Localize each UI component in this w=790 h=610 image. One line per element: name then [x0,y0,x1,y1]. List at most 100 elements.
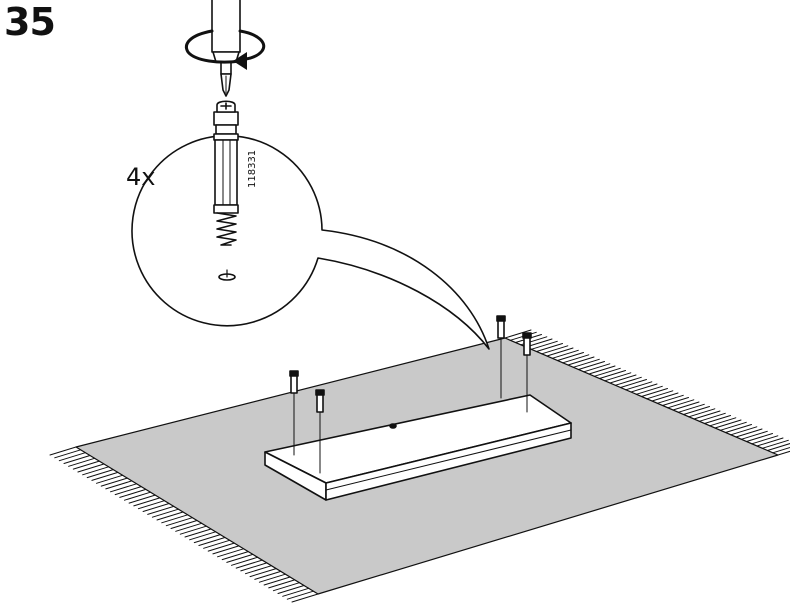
fringe-tassel [147,505,175,515]
fringe-tassel [646,390,674,400]
fringe-tassel [193,534,221,544]
fringe-tassel [77,463,105,473]
fringe-tassel [249,568,277,578]
fringe-tassel [212,545,240,555]
fringe-tassel [578,361,605,370]
screwdriver-icon [211,0,241,97]
fringe-tassel [767,443,790,451]
fringe-tassel [235,559,263,569]
dowel-back-right [496,315,506,399]
fringe-tassel [63,455,91,464]
fringe-tassel [672,401,700,411]
fringe-tassel [751,435,779,445]
fringe-tassel [119,488,147,498]
dowel-front-left [315,389,325,474]
fringe-tassel [536,343,563,352]
fringe-tassel [562,354,590,364]
fringe-tassel [740,430,768,440]
wooden-panel [264,394,572,501]
fringe-tassel [719,421,747,431]
fringe-tassel [114,486,142,496]
fringe-tassel [189,531,217,541]
fringe-tassel [161,514,189,524]
fringe-tassel [124,491,151,501]
fringe-tassel [735,428,763,438]
fringe-tassel [184,528,212,538]
fringe-tassel [254,570,282,580]
fringe-tassel [730,426,758,436]
fringe-tassel [541,345,569,355]
cam-lock-dowel-icon [213,100,239,246]
fringe-tassel [137,500,165,510]
fringe-tassel [245,565,272,575]
fringe-tassel [203,539,231,549]
fringe-tassel [151,508,179,518]
fringe-tassel [277,585,305,594]
fringe-tassel [240,562,268,572]
fringe-tassel [620,379,647,388]
fringe-tassel [504,329,532,339]
fringe-tassel [142,503,170,512]
fringe-tassel [625,381,653,391]
fringe-tassel [746,433,773,442]
fringe-tassel [96,474,123,484]
fringe-tassel [291,593,319,603]
fringe-tassel [170,520,198,529]
rug-fringe-right [504,329,790,456]
quantity-label: 4x [126,163,156,191]
fringe-tassel [221,551,249,561]
fringe-tassel [635,385,663,395]
fringe-tassel [677,403,705,413]
fringe-tassel [272,582,300,592]
fringe-tassel [557,352,584,361]
fringe-tassel [268,579,296,589]
rug-fringe-left [49,446,319,603]
fringe-tassel [86,469,114,479]
fringe-tassel [567,356,595,366]
fringe-tassel [128,494,156,504]
fringe-tassel [133,497,161,507]
fringe-tassel [662,397,689,406]
panel-hole [389,423,397,429]
fringe-tassel [761,439,789,449]
fringe-tassel [693,410,721,420]
rotation-arrow-icon [185,29,266,70]
fringe-tassel [583,363,611,373]
fringe-tassel [588,365,616,375]
fringe-tassel [530,340,558,350]
fringe-tassel [641,388,668,397]
fringe-tassel [179,525,207,535]
fringe-tassel [599,370,626,379]
step-number: 35 [4,0,56,44]
fringe-tassel [593,367,621,377]
fringe-tassel [656,394,684,404]
fringe-tassel [286,590,314,600]
fringe-tassel [110,483,137,493]
fringe-tassel [165,517,193,527]
fringe-tassel [231,556,258,566]
fringe-tassel [688,408,716,418]
fringe-tassel [91,471,119,481]
fringe-tassel [725,424,752,433]
fringe-tassel [198,537,226,546]
fringe-tassel [630,383,658,393]
dowel-back-left [289,370,299,456]
fringe-tassel [226,553,254,563]
fringe-tassel [156,511,184,521]
fringe-tassel [207,542,235,552]
fringe-tassel [82,466,110,476]
fringe-tassel [54,449,82,459]
fringe-tassel [263,576,291,586]
fringe-tassel [756,437,784,447]
part-number-label: 118331 [247,149,258,188]
fringe-tassel [714,419,742,429]
fringe-tassel [572,358,600,368]
detail-callout-circle [131,134,490,350]
fringe-tassel [698,412,726,422]
fringe-tassel [609,374,637,384]
fringe-tassel [651,392,679,402]
fringe-tassel [683,406,710,415]
fringe-tassel [604,372,632,382]
fringe-tassel [551,349,579,359]
